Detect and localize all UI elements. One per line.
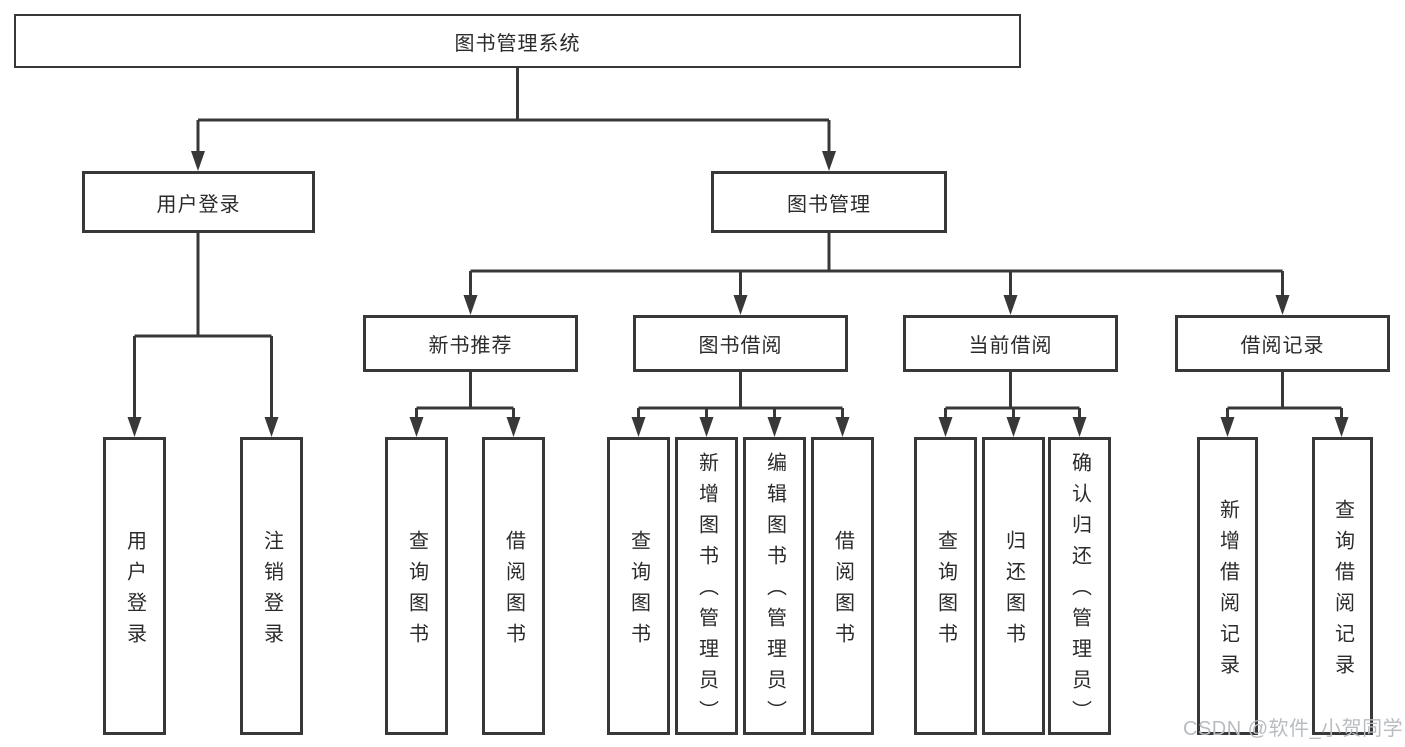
node-borrowing-records: 借阅记录 [1175, 315, 1390, 372]
connector-current-borrow-to-leaves [938, 370, 1087, 437]
node-label: 当前借阅 [968, 335, 1053, 357]
leaf-label: 借阅图书 [831, 529, 854, 654]
leaf-newbook-query-books: 查询图书 [385, 437, 448, 735]
leaf-label: 新增图书（管理员） [695, 452, 718, 731]
node-current-borrowing: 当前借阅 [903, 315, 1118, 372]
leaf-records-query-borrow-record: 查询借阅记录 [1312, 437, 1373, 735]
node-book-management: 图书管理 [711, 171, 947, 233]
connector-user-login-to-leaves [127, 231, 279, 437]
leaf-label: 查询图书 [405, 529, 428, 654]
leaf-borrow-borrow-books: 借阅图书 [811, 437, 874, 735]
node-label: 图书管理 [787, 193, 871, 216]
leaf-borrow-query-books: 查询图书 [607, 437, 670, 735]
node-library-management-system: 图书管理系统 [14, 14, 1021, 68]
leaf-logout-login: 注销登录 [240, 437, 303, 735]
leaf-current-return-books: 归还图书 [982, 437, 1045, 735]
leaf-current-confirm-return-admin: 确认归还（管理员） [1048, 437, 1111, 735]
node-label: 图书管理系统 [454, 32, 581, 55]
leaf-label: 注销登录 [260, 529, 283, 654]
leaf-label: 用户登录 [123, 529, 146, 654]
leaf-current-query-books: 查询图书 [914, 437, 977, 735]
leaf-label: 查询借阅记录 [1331, 498, 1354, 685]
node-book-borrowing: 图书借阅 [633, 315, 848, 372]
leaf-newbook-borrow-books: 借阅图书 [482, 437, 545, 735]
connector-root-to-level2 [191, 66, 836, 171]
node-label: 借阅记录 [1240, 335, 1325, 357]
connector-book-borrow-to-leaves [631, 370, 850, 437]
leaf-borrow-edit-books-admin: 编辑图书（管理员） [743, 437, 806, 735]
node-user-login: 用户登录 [82, 171, 315, 233]
leaf-label: 查询图书 [934, 529, 957, 654]
csdn-watermark: CSDN @软件_小贺同学 [1183, 718, 1404, 740]
connector-book-management-to-level3 [463, 231, 1290, 315]
leaf-label: 编辑图书（管理员） [763, 452, 786, 731]
connector-records-to-leaves [1220, 370, 1349, 437]
leaf-borrow-add-books-admin: 新增图书（管理员） [675, 437, 738, 735]
leaf-user-login: 用户登录 [103, 437, 166, 735]
node-new-book-recommendation: 新书推荐 [363, 315, 578, 372]
leaf-label: 借阅图书 [502, 529, 525, 654]
node-label: 图书借阅 [698, 335, 783, 357]
leaf-label: 归还图书 [1002, 529, 1025, 654]
node-label: 新书推荐 [428, 335, 513, 357]
leaf-label: 新增借阅记录 [1216, 498, 1239, 685]
node-label: 用户登录 [156, 193, 241, 216]
leaf-label: 确认归还（管理员） [1068, 452, 1091, 731]
connector-new-book-to-leaves [409, 370, 521, 437]
leaf-records-add-borrow-record: 新增借阅记录 [1197, 437, 1258, 735]
leaf-label: 查询图书 [627, 529, 650, 654]
